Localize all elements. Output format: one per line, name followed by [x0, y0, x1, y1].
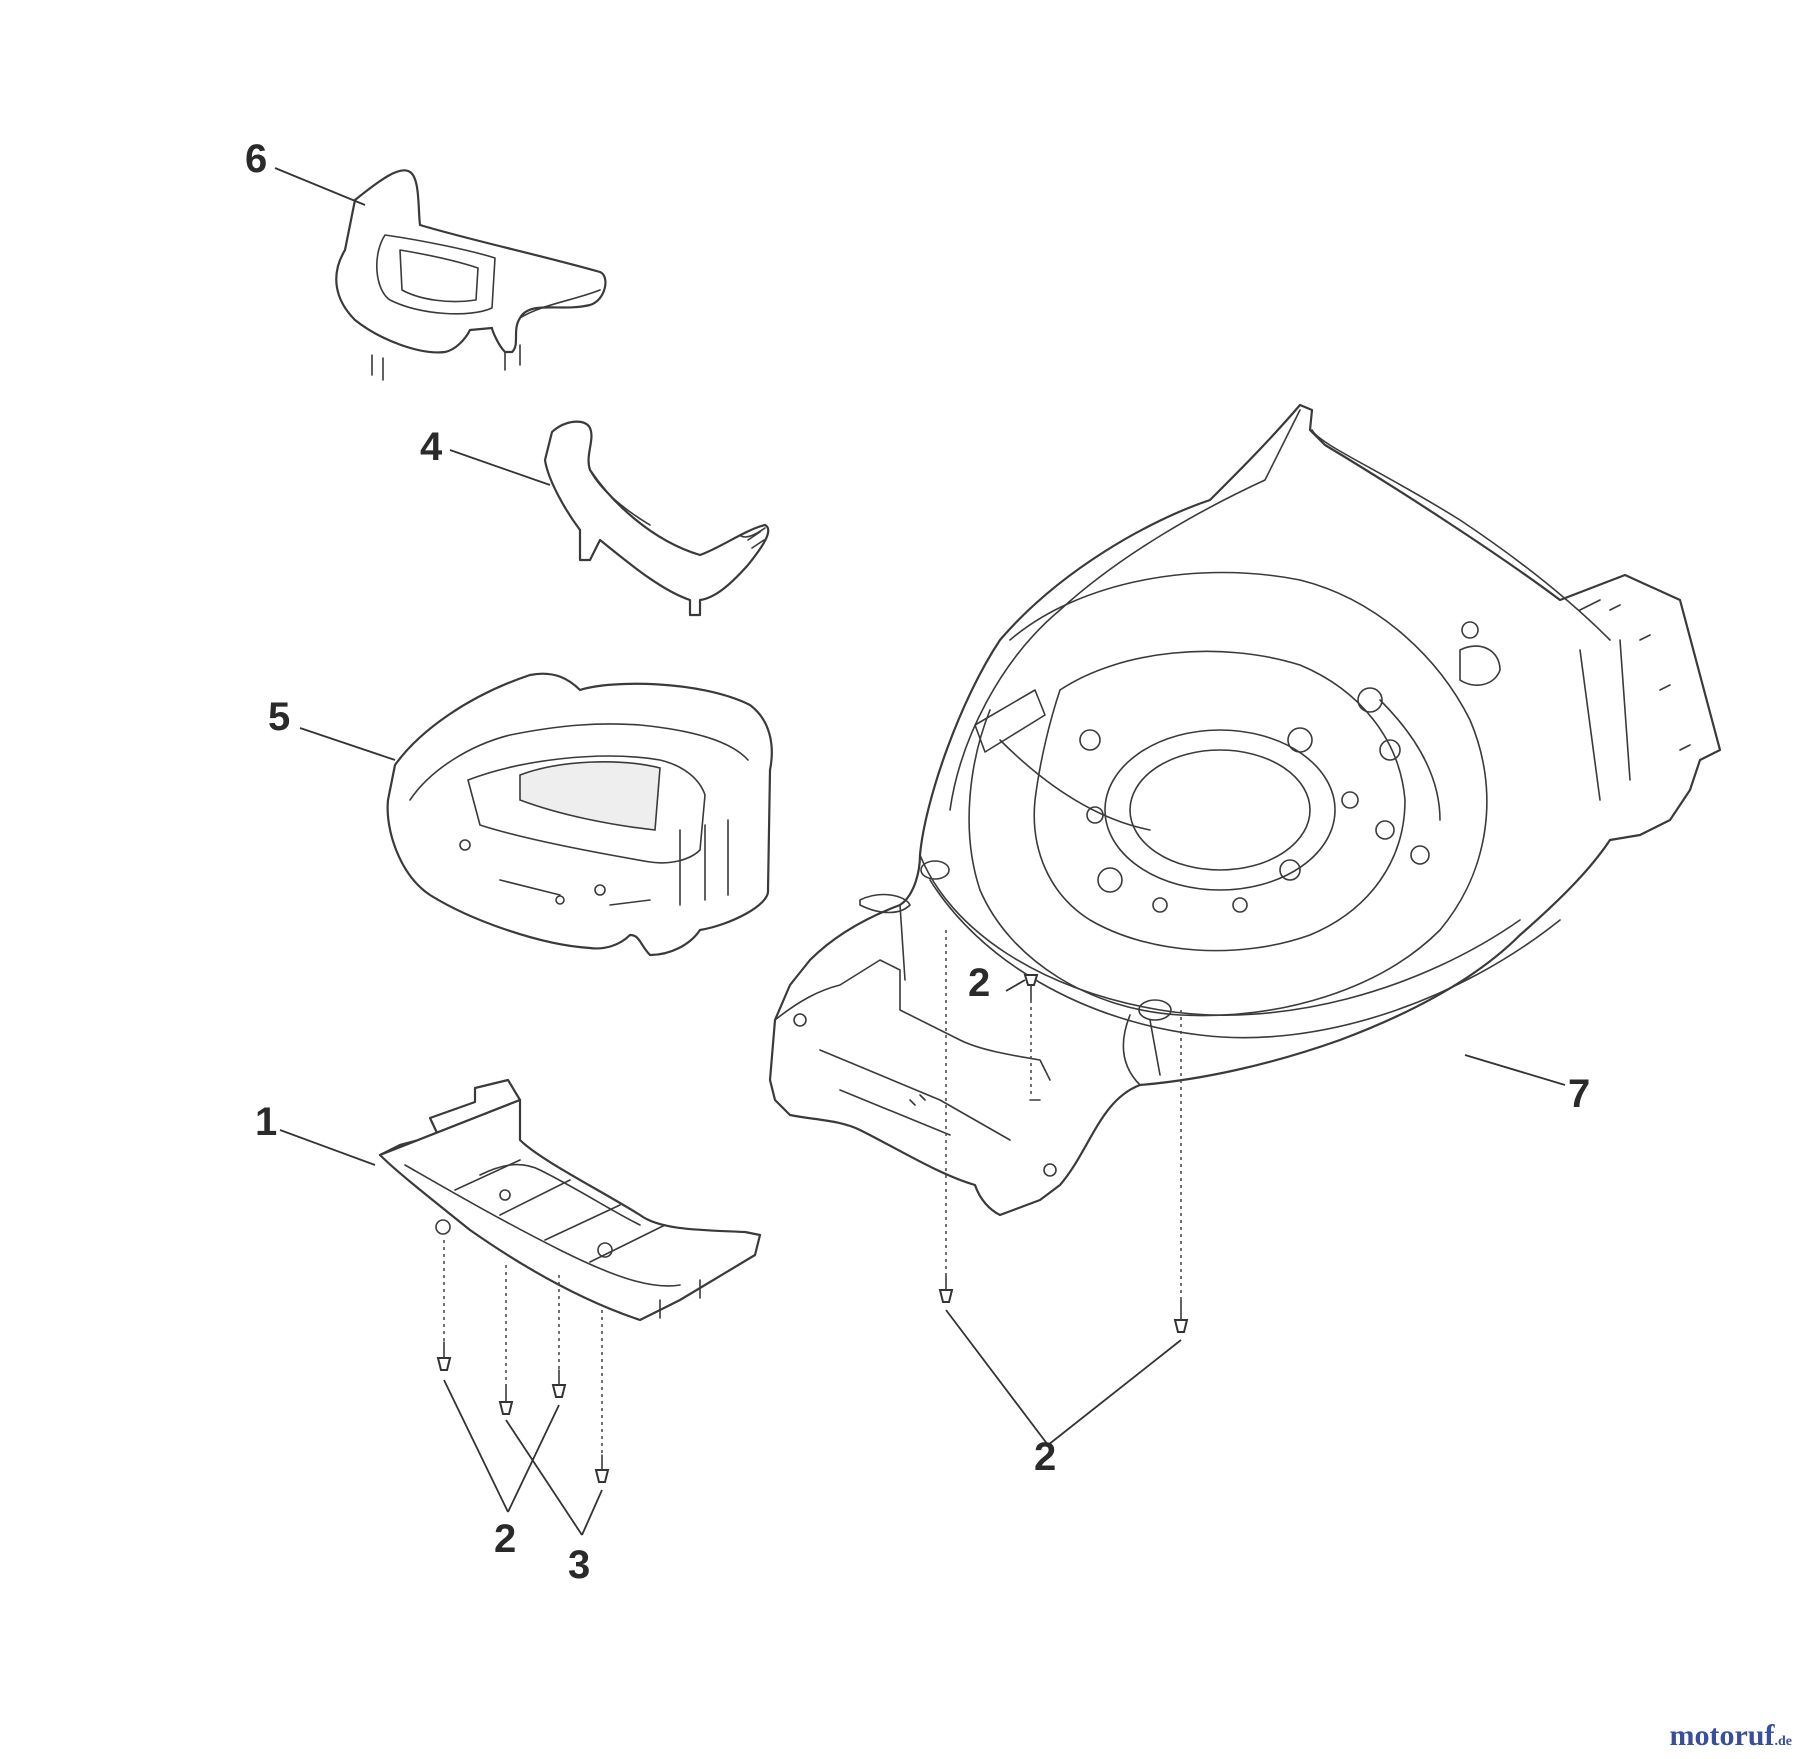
part-4-bracket	[543, 420, 770, 617]
watermark-tld: .de	[1774, 1734, 1793, 1749]
callout-1: 1	[255, 1100, 277, 1144]
deck-right-bolt	[1173, 1299, 1189, 1333]
watermark-logo: motoruf.de	[1670, 1719, 1792, 1753]
callout-5: 5	[268, 695, 290, 739]
skid-bolt-4	[594, 1454, 610, 1483]
watermark-text: motoruf	[1669, 1719, 1775, 1752]
deck-left-bolt	[938, 1274, 954, 1303]
skid-bolt-3	[551, 1369, 567, 1398]
assembly-lines	[443, 930, 1182, 1455]
skid-bolt-2	[498, 1384, 514, 1415]
callout-2-deck-bolts: 2	[1034, 1435, 1056, 1479]
callout-2-skid: 2	[494, 1517, 516, 1561]
part-7-mower-deck	[768, 403, 1722, 1217]
callout-6: 6	[245, 137, 267, 181]
deck-center-bolt	[1023, 974, 1039, 1001]
callout-3-skid: 3	[568, 1543, 590, 1587]
part-6-handle-cover	[335, 169, 607, 381]
callout-4: 4	[420, 425, 443, 469]
skid-bolt-1	[436, 1341, 452, 1371]
part-5-housing	[386, 672, 773, 957]
callout-labels: 6 4 5 1 7 2 2 2 3	[245, 137, 1590, 1587]
part-1-skid-plate	[378, 1078, 762, 1322]
callout-2-deck-center: 2	[968, 961, 990, 1005]
callout-7: 7	[1568, 1072, 1590, 1116]
leader-lines	[274, 167, 1566, 1536]
